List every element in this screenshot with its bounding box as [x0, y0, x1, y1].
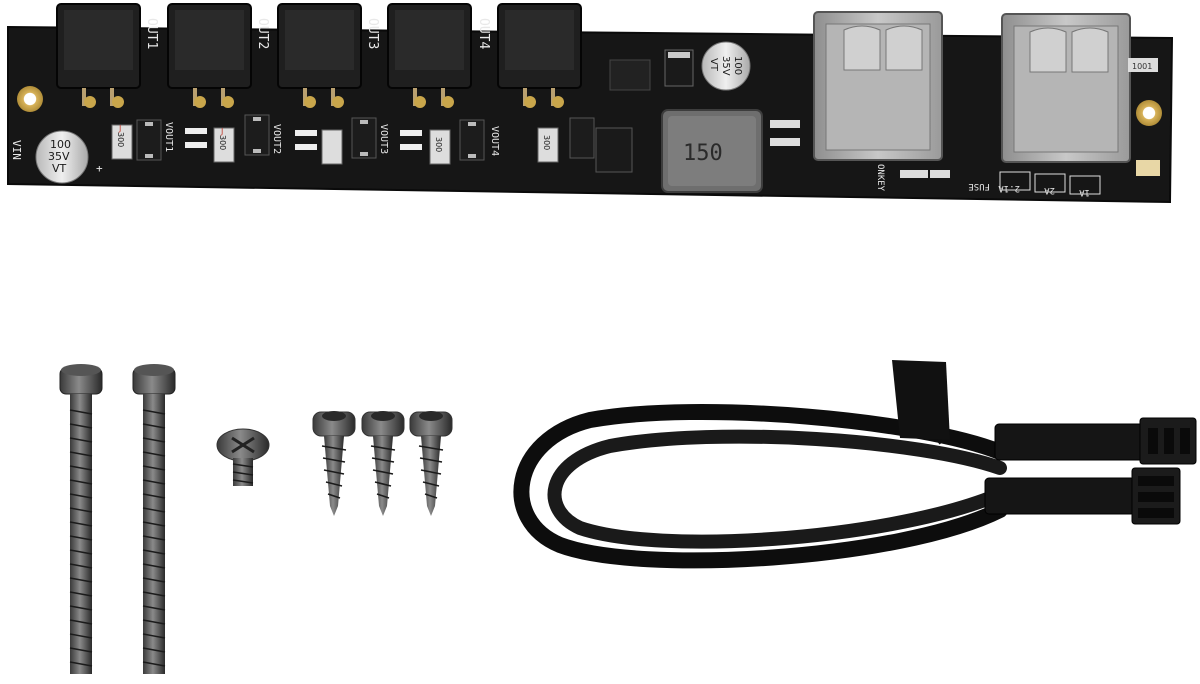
input-capacitor: 100 35V VT [35, 130, 89, 184]
mounting-hole-right [1136, 100, 1162, 126]
fan-header-1 [56, 3, 141, 108]
tapping-screw-3 [409, 411, 453, 516]
output-capacitor: 100 35V VT [701, 41, 751, 91]
header-label-out1: OUT1 [144, 18, 159, 49]
channel-1-parts: 300 J VOUT1 [111, 119, 207, 161]
svg-text:100: 100 [50, 138, 71, 151]
channel-3-parts: VOUT3 [321, 117, 422, 165]
cable-assembly [513, 360, 1197, 569]
svg-text:J: J [118, 124, 121, 133]
current-label-1a: 1A [1079, 187, 1090, 197]
svg-text:VT: VT [708, 58, 719, 72]
controller-ic [609, 59, 651, 91]
svg-text:300: 300 [218, 135, 227, 150]
long-screw-1 [59, 364, 103, 674]
channel-2-parts: 300 J VOUT2 [213, 114, 317, 163]
inductor: 150 [661, 109, 763, 193]
fuse-label: FUSE [968, 181, 990, 191]
svg-text:100: 100 [732, 56, 743, 75]
tapping-screw-1 [312, 411, 356, 516]
usb-port-2 [1001, 13, 1131, 163]
long-screw-2 [132, 364, 176, 674]
pcb-board: OUT1 OUT2 OUT3 OUT4 VIN + 100 35V VT 300… [7, 3, 1174, 204]
cable-tab [892, 360, 950, 440]
current-label-2a: 2A [1044, 185, 1055, 195]
vout4-label: VOUT4 [489, 126, 500, 156]
small-res-label: 1001 [1132, 62, 1152, 71]
header-label-out3: OUT3 [365, 18, 380, 49]
vout1-label: VOUT1 [163, 122, 174, 152]
svg-text:VT: VT [52, 162, 67, 175]
svg-text:35V: 35V [720, 56, 731, 76]
header-label-out2: OUT2 [255, 18, 270, 49]
fan-header-3 [277, 3, 362, 108]
vout2-label: VOUT2 [271, 124, 282, 154]
vout3-label: VOUT3 [378, 124, 389, 154]
fan-connector-top [994, 417, 1197, 465]
fan-header-4 [387, 3, 472, 108]
channel-4-parts: 300 300 VOUT4 [429, 117, 595, 165]
fan-connector-bottom [984, 467, 1181, 525]
svg-text:150: 150 [683, 141, 723, 166]
header-label-out4: OUT4 [476, 18, 491, 49]
mounting-hole-left [17, 86, 43, 112]
svg-text:300: 300 [434, 137, 443, 152]
machine-screw [216, 428, 270, 486]
svg-text:300: 300 [116, 132, 125, 147]
vin-plus-sign: + [96, 162, 103, 175]
svg-text:J: J [220, 127, 223, 136]
vin-label: VIN [10, 140, 23, 160]
tapping-screw-2 [361, 411, 405, 516]
usb-port-1 [813, 11, 943, 161]
fan-header-2 [167, 3, 252, 108]
svg-text:35V: 35V [48, 150, 70, 163]
onkey-label: ONKEY [875, 164, 885, 192]
fan-header-5 [497, 3, 582, 108]
regulator-ic [595, 127, 633, 173]
svg-text:300: 300 [542, 135, 551, 150]
current-label-2-1a: 2.1A [998, 183, 1020, 193]
